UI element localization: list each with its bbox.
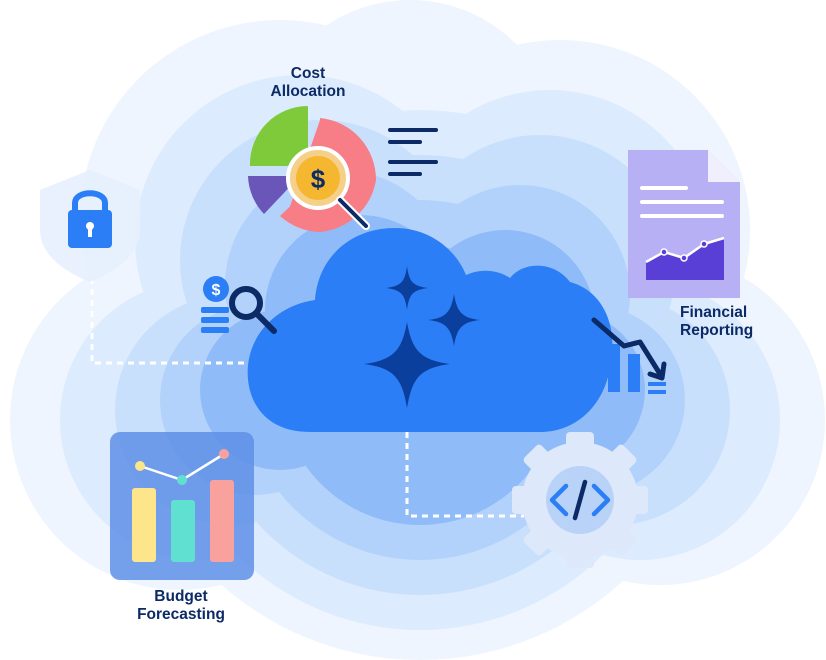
cost-allocation-label: Cost Allocation xyxy=(256,65,360,101)
bar-chart-icon xyxy=(110,432,254,580)
pie-chart-icon: $ xyxy=(248,105,438,232)
budget-forecasting-line-1: Budget xyxy=(154,588,208,605)
svg-text:$: $ xyxy=(311,164,326,194)
svg-text:$: $ xyxy=(212,282,221,299)
main-cloud xyxy=(247,228,613,432)
code-gear-icon xyxy=(512,432,648,568)
dollar-search-icon: $ xyxy=(201,276,277,334)
sparkle-stars-icon xyxy=(364,266,480,408)
budget-forecasting-line-2: Forecasting xyxy=(137,606,225,623)
budget-forecasting-label: Budget Forecasting xyxy=(125,588,237,624)
cost-allocation-line-1: Cost xyxy=(290,65,326,82)
report-document-icon xyxy=(628,150,740,298)
financial-reporting-line-1: Financial xyxy=(680,304,748,321)
cost-allocation-line-2: Allocation xyxy=(270,83,346,100)
financial-reporting-line-2: Reporting xyxy=(680,322,754,339)
financial-reporting-label: Financial Reporting xyxy=(680,304,784,340)
declining-bars-icon xyxy=(588,317,667,394)
lock-icon xyxy=(40,170,140,282)
dashed-connectors xyxy=(90,278,524,518)
